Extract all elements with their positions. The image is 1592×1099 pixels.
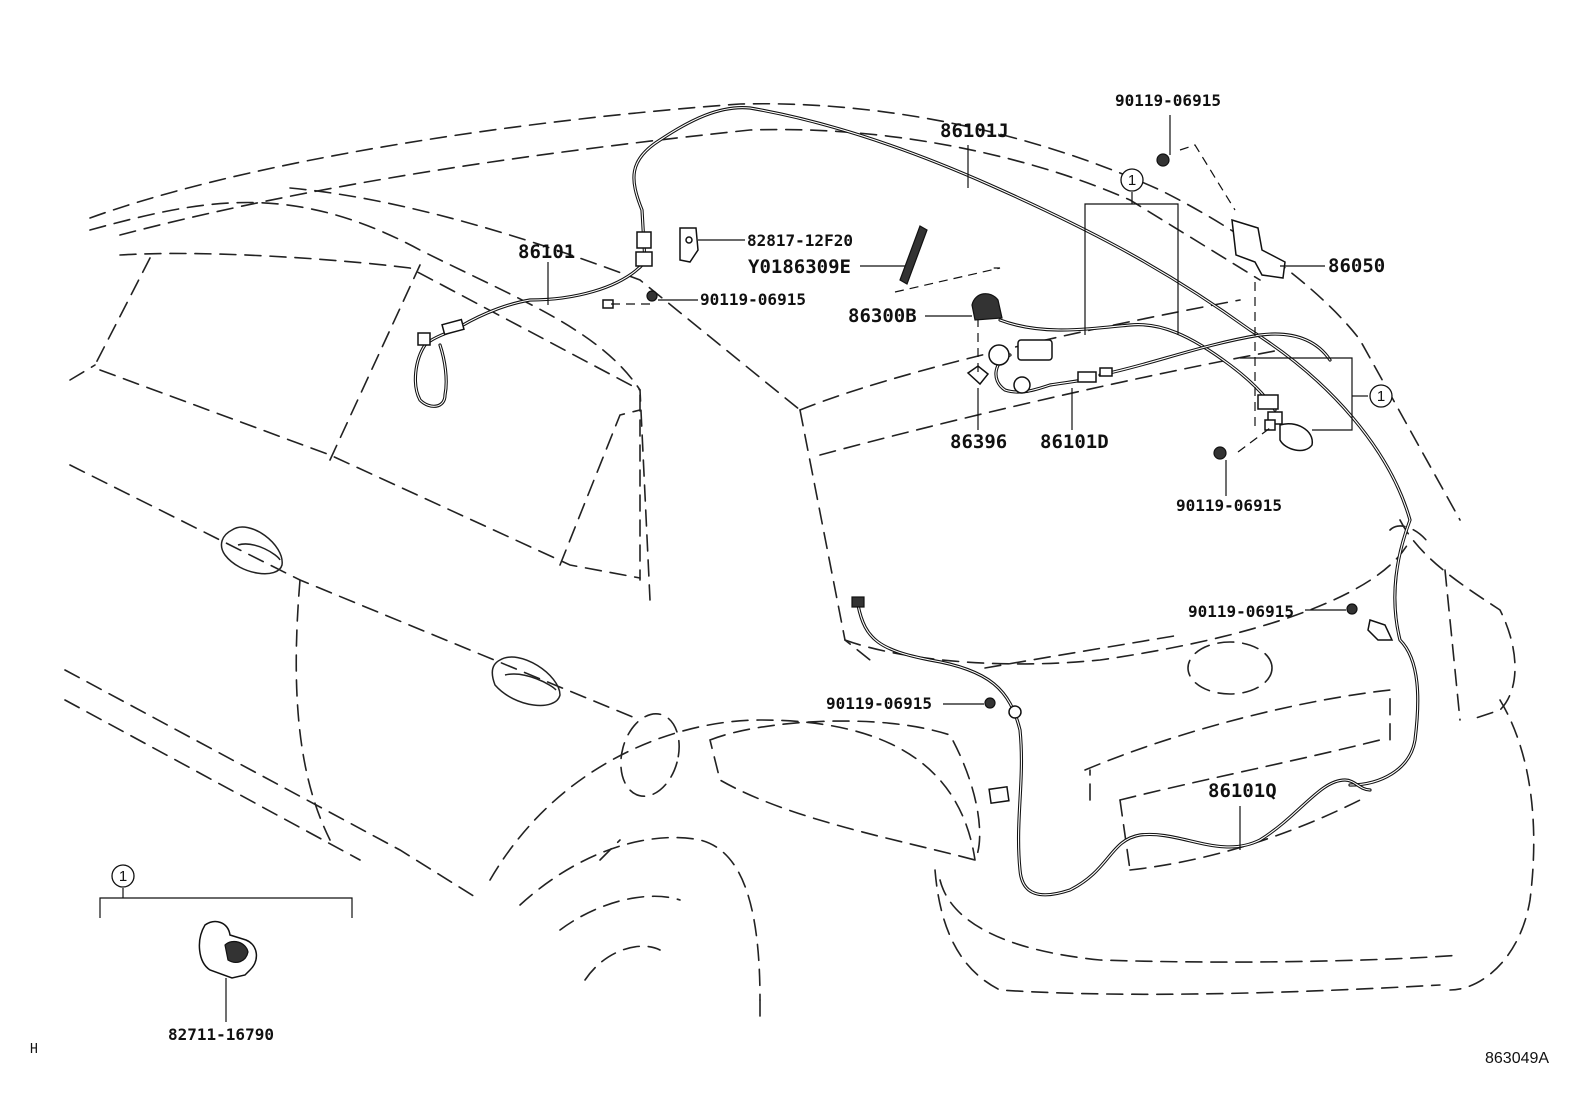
label-82817-12F20: 82817-12F20 xyxy=(747,231,853,250)
label-Y0186309E: Y0186309E xyxy=(748,256,851,278)
figure-code: 863049A xyxy=(1485,1050,1549,1067)
bolt-90119-a xyxy=(646,290,658,302)
label-90119-06915-d: 90119-06915 xyxy=(826,694,932,713)
label-90119-06915-c: 90119-06915 xyxy=(1188,602,1294,621)
svg-text:1: 1 xyxy=(119,868,127,885)
antenna-mast xyxy=(899,225,928,285)
bolt-90119-d xyxy=(984,697,996,709)
clip-86396 xyxy=(966,365,990,386)
component-shapes xyxy=(198,153,1394,979)
label-90119-06915-a: 90119-06915 xyxy=(700,290,806,309)
part-labels: 86101J 86101 82817-12F20 Y0186309E 90119… xyxy=(30,91,1549,1067)
bolt-90119-c xyxy=(1346,603,1358,615)
label-86300B: 86300B xyxy=(848,305,917,327)
label-86101Q: 86101Q xyxy=(1208,780,1277,802)
connector-86101D xyxy=(1077,371,1097,383)
clamp-right xyxy=(1279,423,1313,452)
connector-86101-upper xyxy=(636,231,652,249)
callout-1-top: 1 xyxy=(1120,168,1144,192)
connector-86101-lower xyxy=(635,251,653,267)
corner-mark: H xyxy=(30,1042,38,1057)
clamp-82817 xyxy=(679,227,699,263)
svg-text:1: 1 xyxy=(1377,388,1385,405)
antenna-base-86300B xyxy=(971,293,1003,321)
label-86050: 86050 xyxy=(1328,255,1385,277)
label-86396: 86396 xyxy=(950,431,1007,453)
leader-lines xyxy=(99,115,1368,1022)
label-86101J: 86101J xyxy=(940,120,1009,142)
label-86101: 86101 xyxy=(518,241,575,263)
label-90119-06915-b: 90119-06915 xyxy=(1176,496,1282,515)
svg-text:1: 1 xyxy=(1128,172,1136,189)
label-86101D: 86101D xyxy=(1040,431,1109,453)
callouts: 1 1 1 xyxy=(111,168,1393,888)
antenna-cables xyxy=(413,106,1420,897)
amplifier-86050 xyxy=(1231,218,1286,279)
amplifier-unit xyxy=(1017,339,1053,361)
bolt-90119-b xyxy=(1213,446,1227,460)
callout-1-inset: 1 xyxy=(111,864,135,888)
callout-1-right: 1 xyxy=(1369,384,1393,408)
car-body-outline xyxy=(64,102,1535,1021)
bolt-90119-top xyxy=(1156,153,1170,167)
label-90119-06915-top: 90119-06915 xyxy=(1115,91,1221,110)
label-82711-16790: 82711-16790 xyxy=(168,1025,274,1044)
